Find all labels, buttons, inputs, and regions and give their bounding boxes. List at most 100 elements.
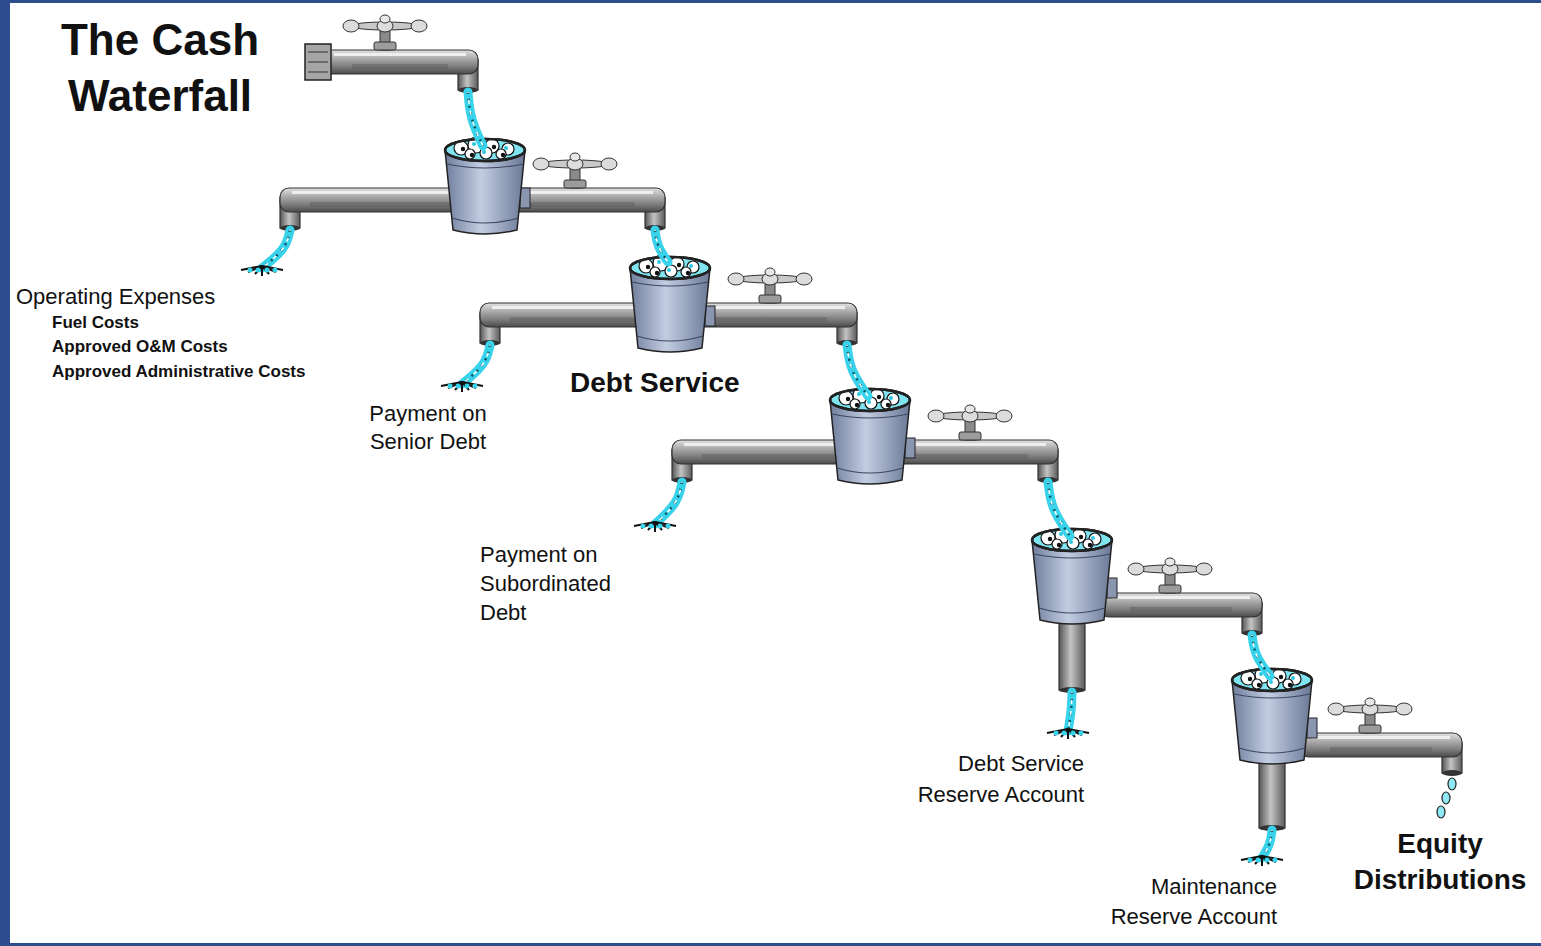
handle-cap: [765, 268, 775, 276]
bucket: [1032, 527, 1117, 624]
bubble-glint: [689, 264, 693, 268]
section-heading: Debt Service: [570, 367, 830, 399]
diagram-title: The Cash Waterfall: [40, 12, 280, 124]
stream-glint: [847, 345, 868, 396]
stream-body: [1068, 692, 1072, 731]
bubble-shadow: [1279, 675, 1283, 679]
handle-cap: [570, 153, 580, 161]
water-drip: [1442, 792, 1450, 804]
bucket: [630, 255, 715, 352]
bubble-glint: [1269, 680, 1273, 684]
handle-cap: [380, 15, 390, 23]
reserve-label-holder: Maintenance Reserve Account: [1077, 872, 1277, 932]
bucket: [1232, 667, 1317, 764]
bucket-body: [1032, 540, 1112, 624]
bucket-body: [630, 268, 710, 352]
faucet-pipe: [1100, 593, 1262, 636]
valve-handle: [1128, 558, 1212, 593]
splash-line: [1061, 729, 1068, 737]
stream-glint: [1048, 482, 1070, 536]
diagram-title-holder: The Cash Waterfall: [40, 12, 280, 124]
valve-bonnet: [1159, 585, 1181, 593]
stream-speckle: [468, 92, 483, 146]
valve-bonnet: [759, 295, 781, 303]
bubble-shadow: [461, 147, 465, 151]
bubble-glint: [472, 142, 476, 146]
splash-drop: [473, 384, 478, 389]
stream-glint: [262, 230, 290, 268]
water-splash: [634, 522, 676, 532]
pipe-highlight: [334, 53, 466, 56]
splash-drop: [256, 268, 261, 273]
splash-drop: [248, 268, 253, 273]
stream-body: [468, 92, 483, 146]
splash-drop: [273, 268, 278, 273]
splash-drop: [649, 524, 654, 529]
bucket: [445, 137, 530, 234]
handle-knob: [728, 273, 744, 285]
bubble-shadow: [877, 395, 881, 399]
bucket-band: [632, 282, 708, 286]
splash-drop: [448, 384, 453, 389]
stream-speckle: [462, 345, 490, 384]
stream-glint: [468, 92, 483, 146]
valve-handle: [533, 153, 617, 188]
stream-speckle: [655, 482, 682, 524]
stream-glint: [655, 230, 668, 262]
pipe-shade: [1330, 747, 1432, 752]
category-label-holder: Operating Expenses: [16, 284, 316, 310]
flange-groove: [308, 62, 328, 63]
water-splash: [241, 266, 283, 276]
foam-bubble: [681, 267, 691, 277]
handle-knob: [1196, 563, 1212, 575]
valve-bonnet: [1359, 725, 1381, 733]
equity-label: Equity Distributions: [1345, 826, 1535, 898]
pipes-layer: [280, 15, 1462, 831]
faucet-pipe: [1300, 733, 1462, 776]
stream-speckle: [847, 345, 868, 396]
water-stream: [1262, 830, 1272, 858]
bubble-glint: [1091, 536, 1095, 540]
valve-bonnet: [959, 432, 981, 440]
bucket-band: [1039, 608, 1105, 613]
flange-groove: [308, 52, 328, 53]
bubble-shadow: [655, 271, 659, 275]
stream-speckle: [1252, 635, 1270, 676]
splash-line: [648, 522, 655, 530]
bubble-glint: [657, 260, 661, 264]
cost-item: Approved O&M Costs: [52, 336, 372, 358]
stream-body: [847, 345, 868, 396]
foam-bubble: [665, 265, 677, 277]
water-drip: [1448, 778, 1456, 790]
bucket-band: [832, 414, 908, 418]
bucket-body: [830, 400, 910, 484]
bubble-shadow: [677, 263, 681, 267]
handle-knob: [533, 158, 549, 170]
handle-knob: [411, 20, 427, 32]
cost-item-holder: Fuel Costs: [52, 312, 372, 334]
bucket-body: [445, 150, 525, 234]
splash-drop: [1062, 731, 1067, 736]
stream-body: [1262, 830, 1272, 858]
stream-speckle: [1262, 830, 1272, 858]
stream-body: [1252, 635, 1270, 676]
splash-drop: [666, 524, 671, 529]
cost-item: Approved Administrative Costs: [52, 361, 392, 383]
foam-bubble: [465, 149, 475, 159]
bucket-band: [637, 336, 703, 341]
splash-drop: [1079, 731, 1084, 736]
water-splash: [441, 382, 483, 392]
bubble-shadow: [1048, 537, 1052, 541]
bubble-glint: [667, 268, 671, 272]
bucket-band: [1234, 694, 1310, 698]
valve-handle: [343, 15, 427, 50]
reserve-label: Debt Service Reserve Account: [884, 748, 1084, 810]
valve-bonnet: [374, 42, 396, 50]
bucket-body: [1232, 680, 1312, 764]
handle-knob: [1128, 563, 1144, 575]
buckets-layer: [445, 137, 1317, 764]
foam-bubble: [1052, 539, 1062, 549]
stream-body: [462, 345, 490, 384]
foam-bubble: [1083, 539, 1093, 549]
